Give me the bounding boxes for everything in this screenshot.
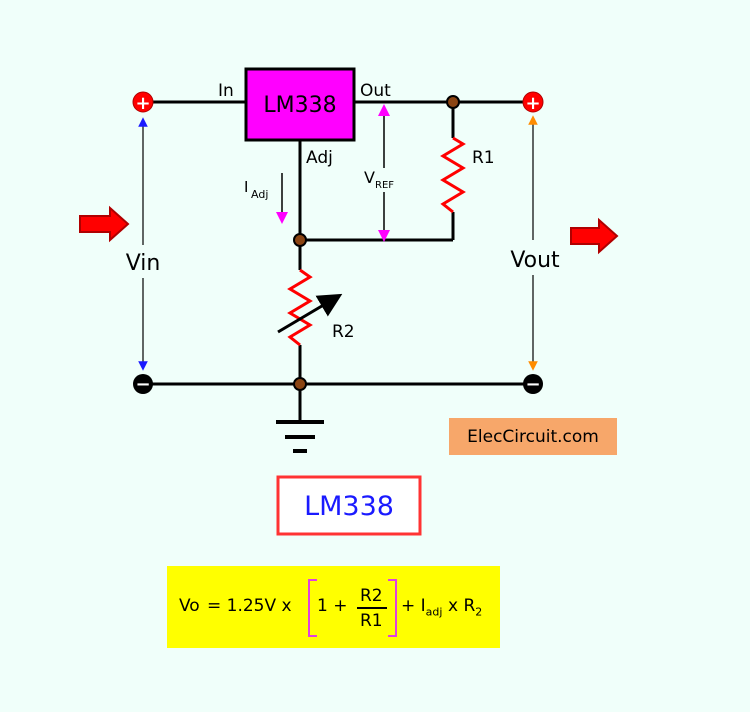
formula-plus: + Iadj [401, 596, 443, 619]
wires [143, 100, 533, 420]
formula-times-r: x R2 [448, 596, 483, 619]
resistor-r1 [440, 136, 466, 214]
vref-label: V [364, 168, 375, 187]
vin-minus-terminal: − [133, 374, 153, 395]
title-box [276, 475, 422, 536]
r2-adjust-arrow [277, 293, 343, 334]
iadj-label: I [244, 178, 248, 196]
formula-denominator: R1 [360, 611, 383, 631]
formula-one-plus: 1 + [317, 596, 348, 616]
svg-text:−: − [135, 374, 150, 395]
vout-minus-terminal: − [523, 374, 543, 395]
vin-plus-terminal: + [132, 91, 154, 114]
resistor-r2 [287, 268, 313, 347]
output-flow-arrow [570, 217, 619, 255]
pin-in-label: In [218, 81, 234, 101]
vout-label: Vout [510, 248, 560, 273]
vout-plus-terminal: + [522, 91, 544, 114]
formula-lhs: Vo [179, 596, 200, 616]
r1-label: R1 [472, 148, 495, 168]
svg-text:−: − [525, 374, 540, 395]
lm338-regulator [244, 67, 356, 142]
iadj-subscript: Adj [251, 188, 268, 201]
junction-nodes [293, 95, 460, 391]
formula-numerator: R2 [360, 586, 383, 606]
fraction-line [357, 607, 387, 609]
title-text: LM338 [304, 491, 394, 522]
pin-out-label: Out [360, 81, 391, 101]
svg-text:+: + [525, 93, 540, 114]
watermark-box [449, 418, 617, 455]
regulator-label: LM338 [263, 93, 336, 118]
pin-adj-label: Adj [306, 148, 333, 168]
formula-box: Vo = 1.25V x 1 + R2 R1 + Iadj x R2 [167, 566, 500, 648]
watermark-text: ElecCircuit.com [467, 427, 599, 447]
formula-brackets [308, 579, 397, 637]
vin-label: Vin [126, 251, 161, 276]
svg-text:+: + [135, 93, 150, 114]
input-flow-arrow [79, 205, 130, 243]
formula-eq: = 1.25V x [207, 596, 292, 616]
vref-subscript: REF [375, 180, 394, 191]
r2-label: R2 [332, 322, 355, 342]
ground-symbol [276, 420, 324, 453]
